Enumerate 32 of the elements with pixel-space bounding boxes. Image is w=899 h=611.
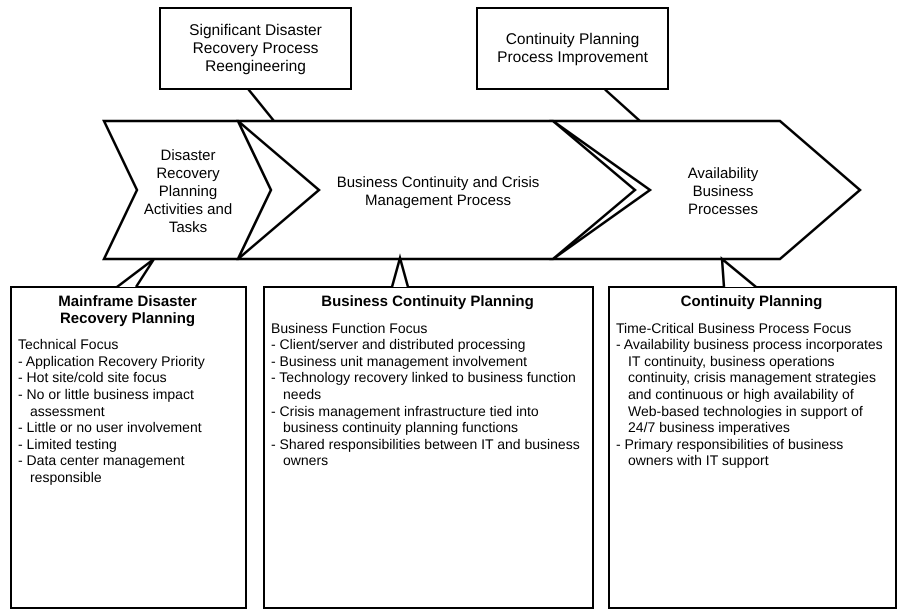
callout-box (159, 7, 352, 90)
chevron-label: Disaster Recovery Planning Activities and Tasks (142, 146, 234, 238)
panel-heading: Continuity Planning (680, 294, 824, 311)
info-panel (263, 286, 594, 609)
bullet-item: - Client/server and distributed processing (271, 336, 526, 353)
bullet-item: - Data center management responsible (18, 452, 186, 486)
info-panel (608, 286, 897, 609)
focus-label: Time-Critical Business Process Focus (616, 320, 852, 336)
info-panel (10, 286, 247, 609)
focus-label: Technical Focus (18, 336, 120, 353)
focus-label: Business Function Focus (271, 320, 428, 336)
panel-heading: Mainframe Disaster Recovery Planning (57, 294, 198, 328)
bullet-item: - Application Recovery Priority (18, 352, 206, 370)
bullet-item: - Hot site/cold site focus (18, 369, 168, 386)
panel-heading: Business Continuity Planning (320, 294, 535, 311)
callout-pointer (116, 258, 156, 288)
bullet-item: - Primary responsibilities of business owners with IT support (616, 436, 844, 469)
callout-pointer (720, 256, 758, 288)
bullet-item: - Shared responsibilities between IT and business owners (271, 436, 581, 469)
callout-pointer (390, 253, 410, 288)
bullet-item: - Little or no user involvement (18, 419, 203, 436)
bullet-item: - Limited testing (18, 436, 118, 452)
bullet-item: - Technology recovery linked to business function needs (271, 369, 577, 403)
bullet-item: - Business unit management involvement (271, 352, 528, 370)
chevron-shape (104, 121, 272, 260)
bullet-item: - No or little business impact assessment (18, 386, 195, 420)
bullet-item: - Crisis management infrastructure tied into business continuity planning functions (271, 402, 540, 436)
bullet-item: - Availability business process incorporates IT continuity, business operations continuity, crisis management strategies and continuous or high availability of Web-based technologies in support of 24/7 business imperatives (616, 336, 884, 436)
callout-box (476, 7, 669, 90)
callout-text: Continuity Planning Process Improvement (496, 30, 649, 66)
callout-text: Significant Disaster Recovery Process Reengineering (188, 22, 323, 76)
chevron-label: Business Continuity and Crisis Management Process (336, 173, 540, 211)
